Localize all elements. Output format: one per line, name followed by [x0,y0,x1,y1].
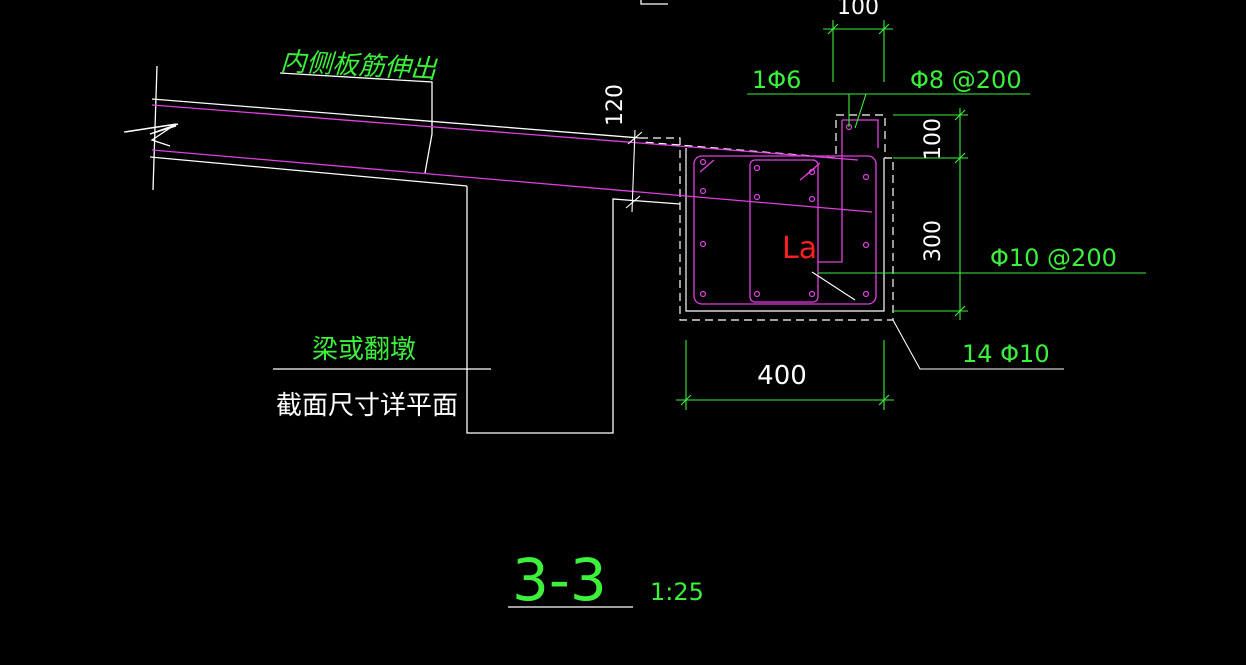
bar [699,187,707,195]
bar [753,193,761,201]
slab-bottom-rebar [151,149,873,213]
green-dimension-lines [676,20,1146,410]
slab-top-line [151,98,641,139]
top-stirrup-right [842,119,879,148]
stirrup-hook-1 [699,159,715,173]
beam-note-sub-label: 截面尺寸详平面 [276,391,458,421]
bar [862,241,870,249]
dim-top-tick [878,23,890,35]
dim-bottom-tick [878,394,890,406]
dim-right-tick [954,109,966,121]
bar [808,168,816,176]
dashed-outer [640,114,894,321]
support-outline [466,186,681,434]
bar [862,290,870,298]
dimension-lines [625,129,1064,370]
main-stirrup [693,155,877,305]
dashed-outline [640,114,894,321]
bar [862,173,870,181]
break-zigzag [123,123,177,147]
stirrup-main-label: Φ10 @200 [990,244,1117,272]
longitudinal-bars-label: 14 Φ10 [962,340,1050,368]
beam-note-label: 梁或翻墩 [312,335,416,365]
dim-120-tick [627,131,643,145]
stirrup-hook-3 [805,162,821,176]
anchor-leader [811,271,856,301]
slab-note-leader [279,72,433,174]
dim-right-top-label: 100 [921,118,946,160]
rebar-top-label: 1Φ6 [752,66,801,94]
slab-thickness-label: 120 [603,84,628,126]
bar [808,195,816,203]
bar [699,240,707,248]
solid-inner-outline [685,148,885,312]
section-scale: 1:25 [650,578,704,606]
inner-stirrup [749,159,819,303]
slab-rebar-note: 内侧板筋伸出 [280,47,439,85]
stirrup-small-label: Φ8 @200 [910,66,1022,94]
dim-right-main-label: 300 [921,220,946,262]
inner-outline [685,148,885,312]
dim-top-tick [827,23,839,35]
top-dim-label: 100 [837,0,879,20]
bar [753,290,761,298]
dim-right-tick [954,152,966,164]
dim-right-tick [954,305,966,317]
rebar-dots [699,123,870,298]
bar [753,164,761,172]
slab-bottom-line [149,156,468,187]
dim-bottom-tick [680,394,692,406]
beam-width-label: 400 [757,361,807,391]
anchor-length-label: La [782,231,817,266]
section-title: 3-3 [512,546,607,614]
dim-120-line [631,129,636,213]
rebar-group [151,104,879,305]
top-fragment [640,0,668,5]
bar [808,290,816,298]
top-stirrup [818,120,843,263]
top-label-leader-2 [854,93,867,129]
slab-top-rebar [151,104,859,161]
dim-120-tick [625,195,641,209]
bar [699,158,707,166]
bars-leader [892,319,1064,370]
bar [699,290,707,298]
